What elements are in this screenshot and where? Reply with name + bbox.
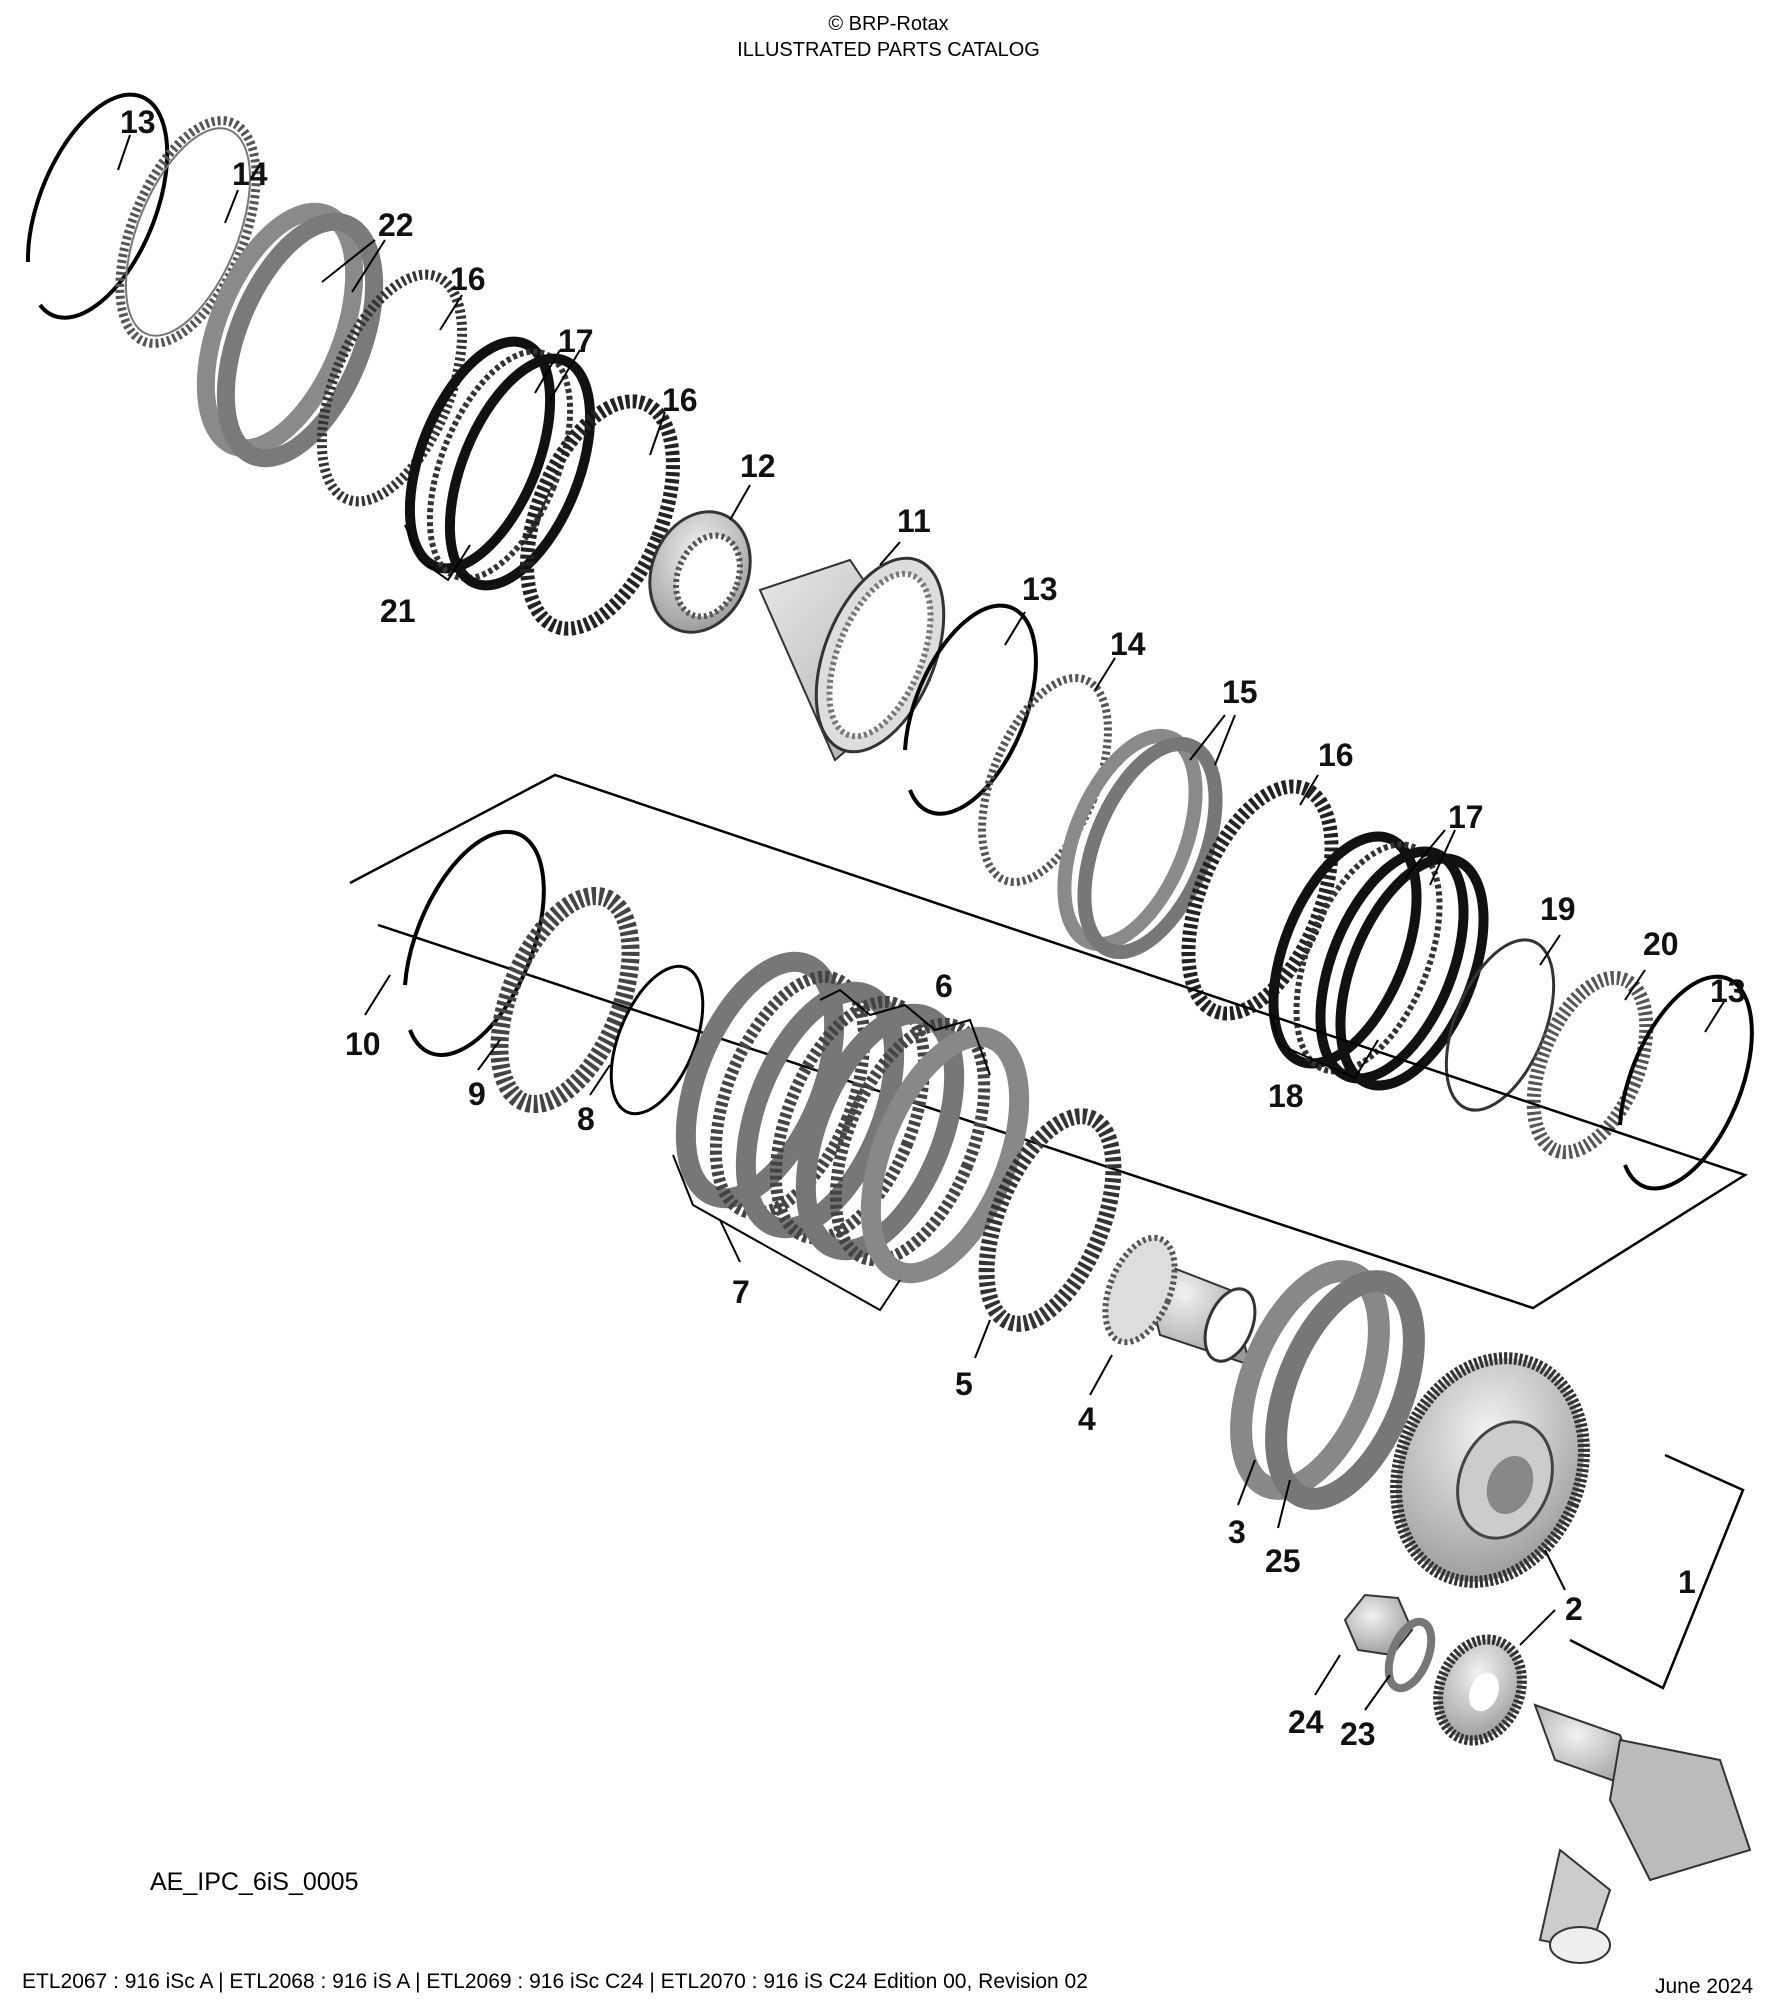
callout-16: 16 (1318, 737, 1354, 773)
footer-date: June 2024 (1655, 1975, 1754, 1998)
callout-2: 2 (1565, 1591, 1583, 1627)
gear-2-large (1390, 1352, 1590, 1588)
gear-2-small (1433, 1634, 1527, 1746)
callout-6: 6 (935, 968, 953, 1004)
callout-10: 10 (345, 1026, 381, 1062)
callout-9: 9 (468, 1076, 486, 1112)
clutch-hub-12 (648, 510, 752, 634)
disks-3-25 (1230, 1260, 1425, 1510)
clutch-drum-11 (758, 556, 946, 762)
hub-shaft-4 (1102, 1234, 1257, 1367)
callout-4: 4 (1078, 1401, 1096, 1437)
callout-14: 14 (1110, 626, 1146, 662)
snap-ring-13-upper (25, 92, 170, 320)
toothed-ring-16-b (520, 394, 680, 636)
toothed-ring-16-a (316, 269, 468, 507)
catalog-title: ILLUSTRATED PARTS CATALOG (737, 39, 1040, 61)
toothed-ring-14-upper (115, 116, 261, 348)
figure-id: AE_IPC_6iS_0005 (150, 1868, 359, 1896)
bracket-7-bottom (672, 1154, 901, 1312)
callout-25: 25 (1265, 1543, 1301, 1579)
ring-8 (609, 964, 705, 1116)
callout-15: 15 (1222, 674, 1258, 710)
callout-24: 24 (1288, 1704, 1324, 1740)
toothed-ring-20 (1526, 970, 1654, 1160)
callout-5: 5 (955, 1366, 973, 1402)
callout-3: 3 (1228, 1514, 1246, 1550)
callout-13: 13 (1022, 571, 1058, 607)
friction-disks-7 (675, 951, 1030, 1284)
snap-ring-10 (403, 829, 546, 1057)
callout-13: 13 (1710, 973, 1746, 1009)
callout-16: 16 (662, 382, 698, 418)
clutch-disks-17-18 (1268, 831, 1489, 1091)
snap-ring-13-middle (903, 603, 1038, 816)
toothed-ring-9 (490, 886, 640, 1114)
group-bracket-6 (349, 773, 1748, 1310)
nut-24 (1343, 1593, 1414, 1657)
callout-labels: 13 14 22 16 17 16 12 11 21 13 14 15 16 1… (120, 104, 1746, 1752)
callout-13: 13 (120, 104, 156, 140)
callout-16: 16 (450, 261, 486, 297)
callout-21: 21 (380, 593, 416, 629)
callout-23: 23 (1340, 1716, 1376, 1752)
toothed-ring-5 (978, 1108, 1122, 1332)
callout-14: 14 (232, 156, 268, 192)
callout-1: 1 (1678, 1564, 1696, 1600)
plates-22 (196, 202, 384, 468)
crankshaft (1533, 1703, 1752, 1964)
callout-20: 20 (1643, 926, 1679, 962)
callout-8: 8 (577, 1101, 595, 1137)
bracket-1 (1569, 1453, 1745, 1690)
callout-18: 18 (1268, 1078, 1304, 1114)
washer-23 (1384, 1617, 1436, 1693)
snap-ring-13-lower (1618, 974, 1754, 1191)
copyright-notice: © BRP-Rotax (828, 13, 949, 35)
bracket-6-top (819, 988, 991, 1076)
callout-22: 22 (378, 207, 414, 243)
callout-7: 7 (732, 1274, 750, 1310)
callout-11: 11 (897, 503, 931, 539)
leader-lines (117, 134, 1726, 1711)
callout-12: 12 (740, 448, 776, 484)
callout-19: 19 (1540, 891, 1576, 927)
callout-17: 17 (1448, 799, 1484, 835)
plates-15 (1057, 728, 1223, 960)
callout-17: 17 (558, 323, 594, 359)
clutch-disks-17-21 (404, 336, 596, 591)
footer-applicability: ETL2067 : 916 iSc A | ETL2068 : 916 iS A… (22, 1970, 1088, 1993)
